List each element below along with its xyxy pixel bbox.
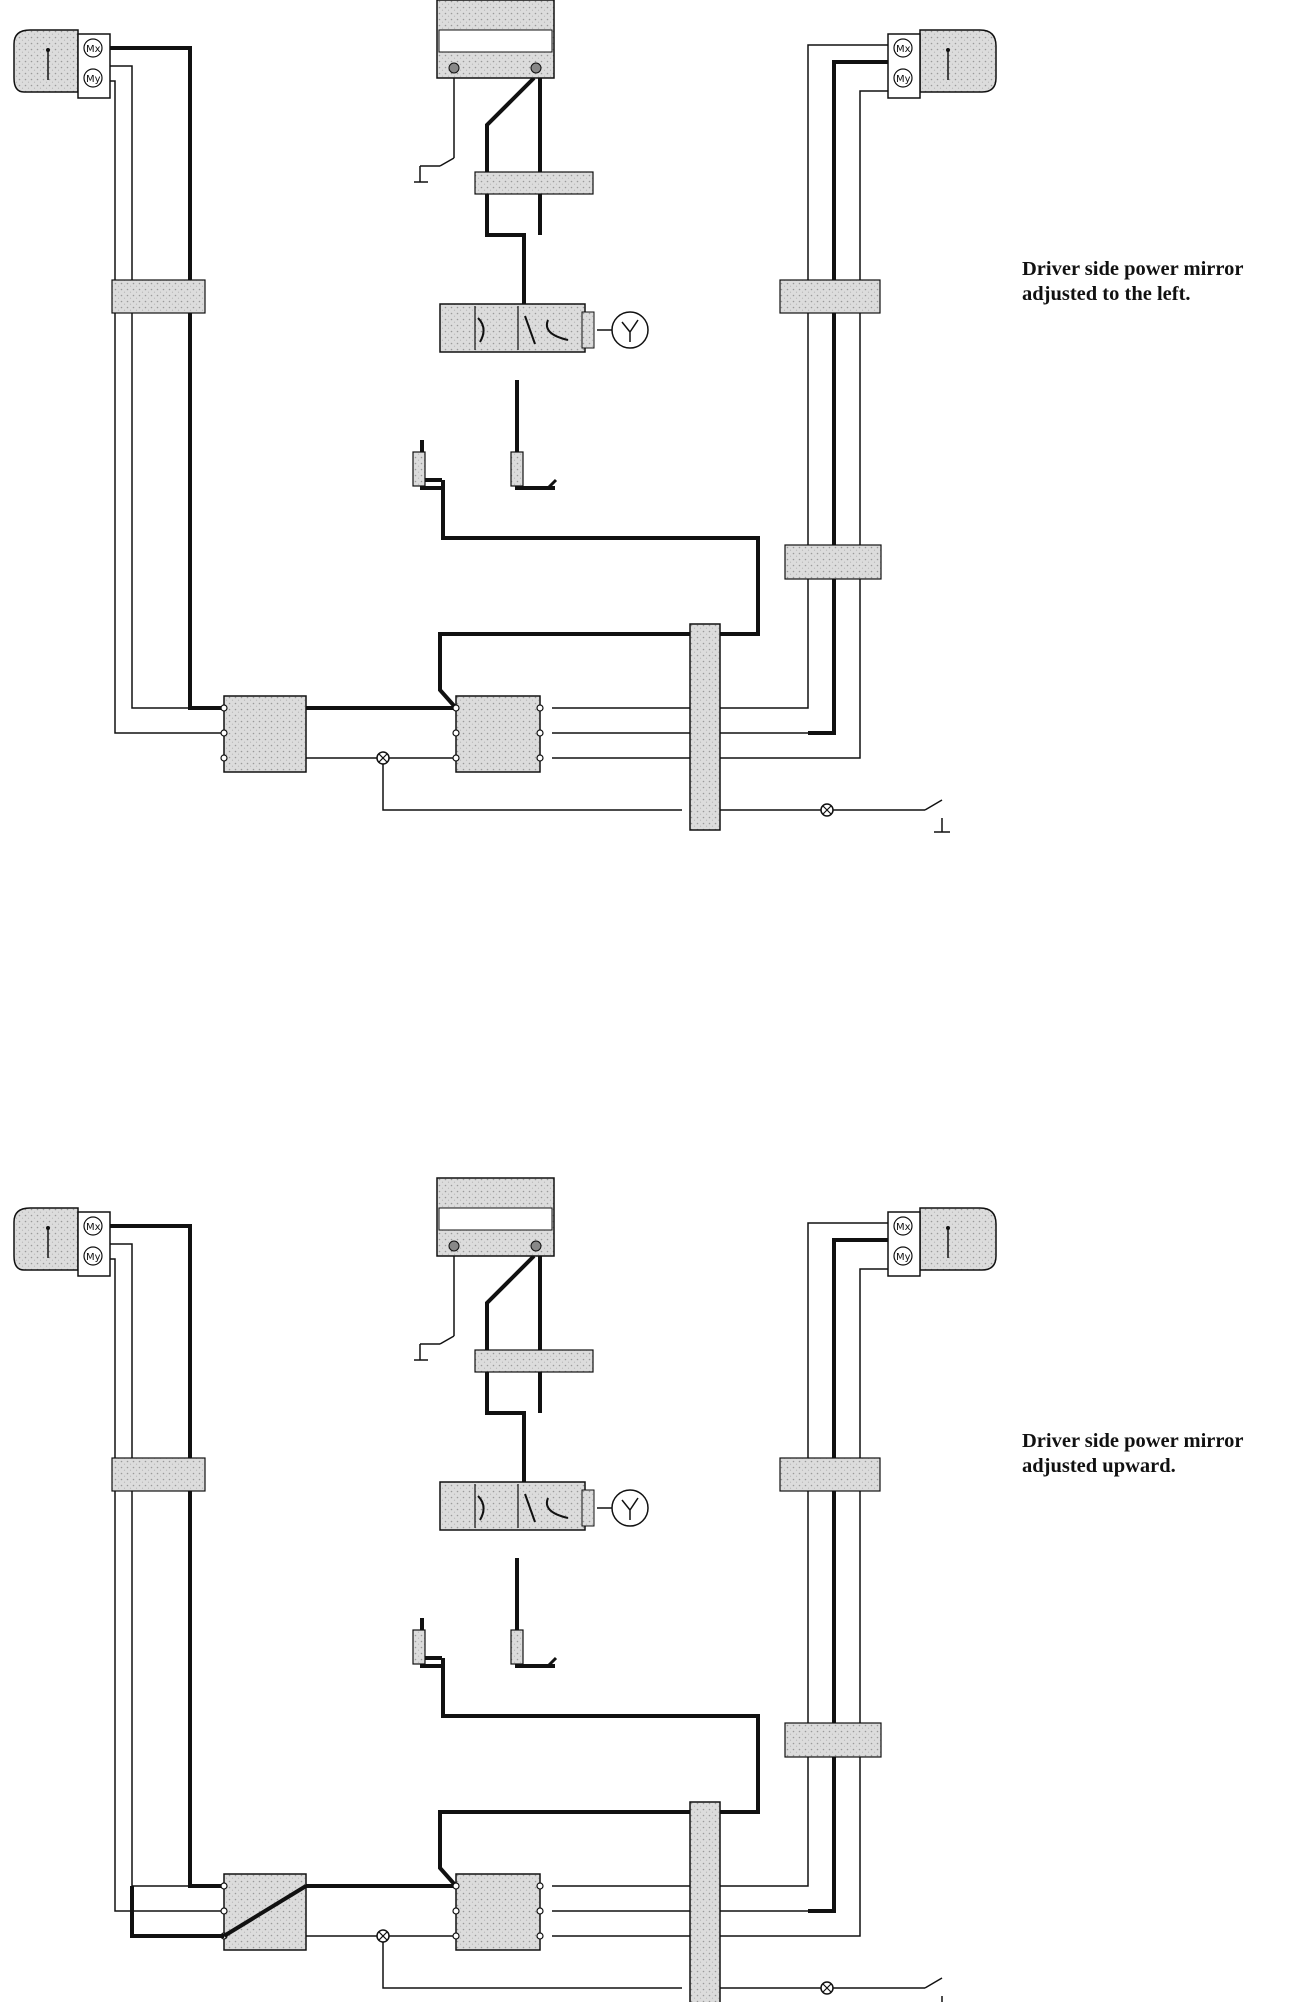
- motor-x-label: Mx: [896, 44, 911, 55]
- motor-y-label: My: [86, 74, 101, 85]
- caption-line2: adjusted upward.: [1022, 1455, 1176, 1477]
- motor-x-label: Mx: [86, 1222, 101, 1233]
- motor-y-label: My: [896, 1252, 911, 1263]
- caption-line1: Driver side power mirror: [1022, 1430, 1244, 1452]
- motor-x-label: Mx: [86, 44, 101, 55]
- motor-y-label: My: [896, 74, 911, 85]
- caption-line2: adjusted to the left.: [1022, 283, 1191, 305]
- caption-line1: Driver side power mirror: [1022, 258, 1244, 280]
- caption-up-adjust: Driver side power mirror adjusted upward…: [1022, 1429, 1243, 1479]
- circuit-left-adjust: [12, 0, 998, 834]
- motor-y-label: My: [86, 1252, 101, 1263]
- caption-left-adjust: Driver side power mirror adjusted to the…: [1022, 257, 1243, 307]
- motor-x-label: Mx: [896, 1222, 911, 1233]
- circuit-up-adjust: [12, 1176, 998, 2002]
